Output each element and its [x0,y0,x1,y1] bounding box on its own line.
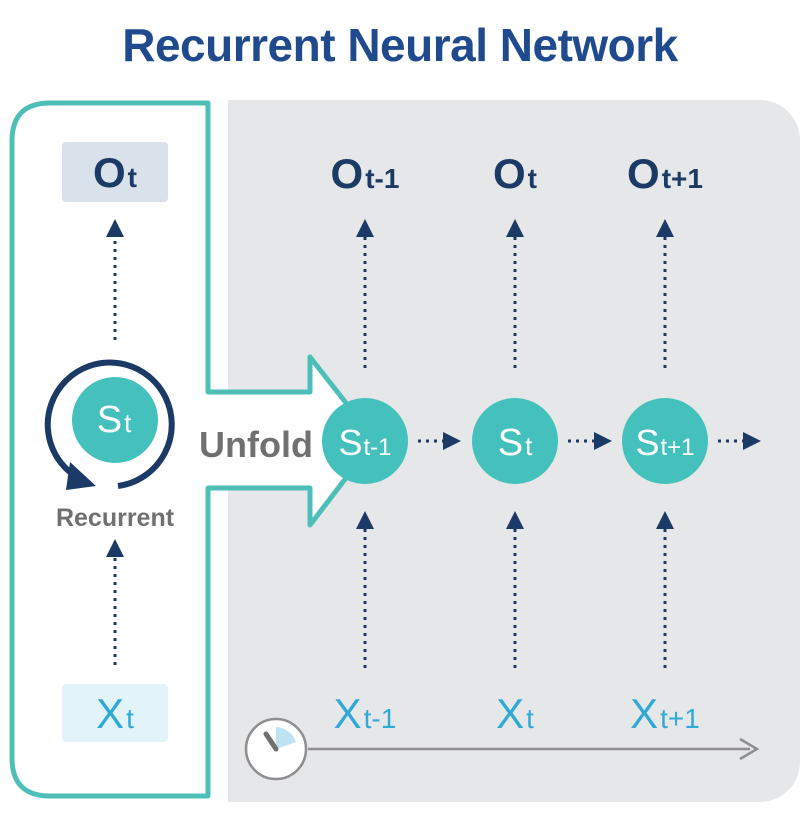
unfolded-input-sub: t [526,703,534,734]
time-axis-arrowhead [739,737,760,761]
unfolded-state-base: S [498,422,523,464]
unfold-label: Unfold [199,424,313,465]
folded-input-label: Xt [96,690,134,737]
recurrent-loop-icon [44,359,175,489]
unfolded-output-sub: t [528,163,537,194]
unfolded-state-sub: t-1 [364,434,392,461]
unfolded-column-2: Ot St Xt [472,150,558,737]
unfolded-output-base: O [627,150,660,197]
unfolded-input-base: X [496,690,524,737]
unfolded-state-sub: t+1 [660,434,694,461]
unfolded-output-label: Ot+1 [627,150,703,197]
folded-output-box [62,142,168,202]
unfolded-state-label: St [498,422,533,464]
unfolded-output-base: O [493,150,526,197]
recurrent-label: Recurrent [56,504,175,532]
unfolded-output-sub: t-1 [365,163,399,194]
folded-frame [9,100,378,799]
unfolded-input-label: Xt-1 [334,690,397,737]
folded-output-base: O [93,149,126,196]
unfolded-state-base: S [635,422,659,463]
unfolded-state-sub: t [525,431,533,461]
unfolded-input-label: Xt+1 [630,690,700,737]
folded-state-base: S [97,399,122,441]
unfolded-input-sub: t+1 [660,703,700,734]
unfolded-input-base: X [630,690,658,737]
unfolded-state-label: St-1 [338,422,391,463]
unfolded-output-sub: t+1 [662,163,703,194]
unfolded-input-label: Xt [496,690,534,737]
folded-output-sub: t [128,162,137,193]
unfolded-output-base: O [331,150,364,197]
unfolded-state-node [622,398,708,484]
folded-input-base: X [96,690,124,737]
diagram-title: Recurrent Neural Network [122,19,678,71]
folded-output-label: Ot [93,149,137,196]
folded-state-label: St [97,399,132,441]
unfolded-state-base: S [338,422,362,463]
unfolded-output-label: Ot [493,150,537,197]
unfolded-state-label: St+1 [635,422,694,463]
unfolded-state-node [322,398,408,484]
clock-icon [244,717,308,781]
recurrent-loop-arrowhead [66,462,96,490]
unfolded-output-label: Ot-1 [331,150,400,197]
unfolded-state-node [472,398,558,484]
unfolded-input-base: X [334,690,362,737]
unfolded-column-3: Ot+1 St+1 Xt+1 [622,150,708,737]
unfolded-column-1: Ot-1 St-1 Xt-1 [322,150,408,737]
folded-input-box [62,684,168,742]
folded-state-sub: t [124,408,132,438]
unfolded-input-sub: t-1 [364,703,397,734]
folded-state-node [72,377,158,463]
folded-input-sub: t [126,703,134,734]
